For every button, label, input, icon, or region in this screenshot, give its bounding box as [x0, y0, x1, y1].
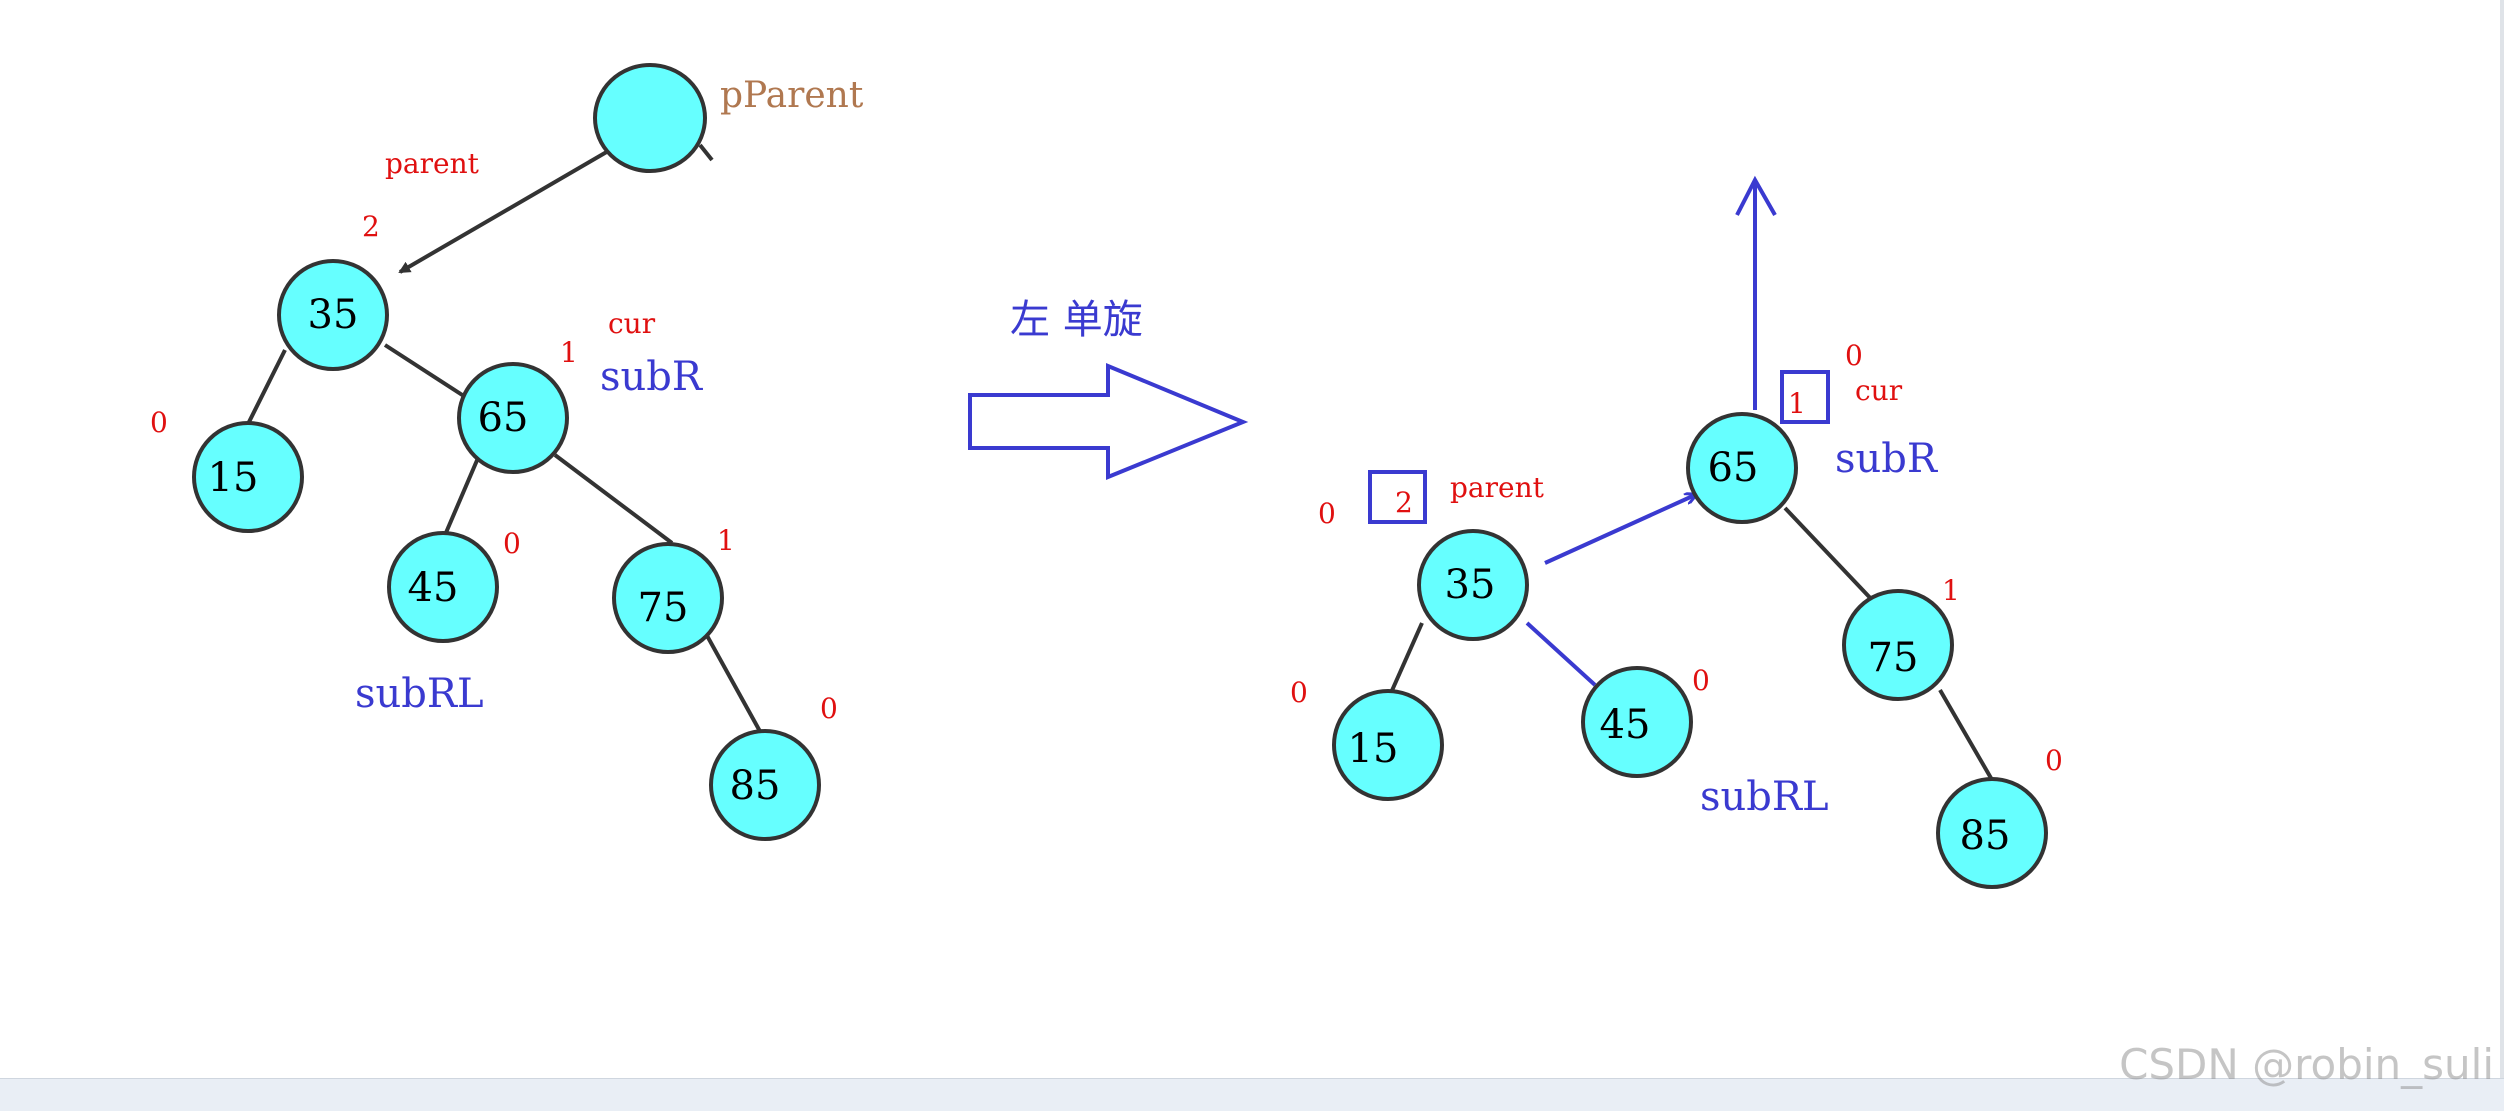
before-node-85: 85: [709, 729, 821, 841]
balance-factor-35: 2: [362, 210, 380, 243]
edge-35-15: [243, 349, 287, 431]
balance-factor-65: 1: [560, 336, 578, 369]
label-parent: parent: [1450, 471, 1545, 504]
balance-factor-65-new: 0: [1845, 339, 1863, 372]
label-subRL: subRL: [1700, 774, 1829, 820]
boxed-old-balance-65: [1780, 370, 1830, 424]
node-label: 45: [1600, 702, 1651, 748]
avl-left-rotation-diagram: 35 15 65 45 75 85 2 0 1 0 1 0 pParent: [150, 63, 2063, 889]
after-node-85: 85: [1936, 777, 2048, 889]
edge-75-85: [703, 631, 764, 736]
up-arrow-head: [1735, 175, 1777, 216]
node-label: 85: [1960, 813, 2011, 859]
before-node-15: 15: [192, 421, 304, 533]
node-label: 35: [308, 292, 359, 338]
after-node-75: 75: [1842, 589, 1954, 701]
before-edges: [243, 148, 764, 736]
balance-factor-15: 0: [1290, 676, 1308, 709]
window-right-edge: [2500, 0, 2504, 1078]
before-node-pparent: [593, 63, 714, 173]
edge-35-65-new: [1544, 495, 1695, 565]
balance-factor-75: 1: [1942, 574, 1960, 607]
node-label: 85: [730, 763, 781, 809]
label-pparent: pParent: [720, 75, 864, 116]
before-node-35: 35: [277, 259, 389, 371]
node-label: 15: [1348, 726, 1399, 772]
after-tree: 65 35 75 15 45 85 0 1 0 2 1 0 0 0: [1290, 175, 2063, 889]
balance-factor-35-new: 0: [1318, 497, 1336, 530]
before-node-45: 45: [387, 531, 499, 643]
after-edges: [1388, 175, 1997, 787]
label-subR: subR: [600, 354, 704, 400]
after-node-65: 65: [1686, 412, 1798, 524]
node-label: 35: [1445, 562, 1496, 608]
edge-65-45: [443, 457, 480, 536]
label-cur: cur: [608, 307, 656, 340]
bottom-status-bar: [0, 1078, 2504, 1111]
before-node-75: 75: [612, 542, 724, 654]
node-label: 45: [408, 565, 459, 611]
after-node-35: 35: [1417, 529, 1529, 641]
before-tree: 35 15 65 45 75 85 2 0 1 0 1 0 pParent: [150, 63, 864, 841]
edge-35-65: [383, 343, 472, 402]
before-node-65: 65: [457, 362, 569, 474]
watermark: CSDN @robin_suli: [2119, 1040, 2494, 1089]
edge-65-75: [553, 453, 674, 545]
balance-factor-75: 1: [717, 524, 735, 557]
node-label: 65: [1708, 445, 1759, 491]
balance-factor-45: 0: [1692, 664, 1710, 697]
edge-35-45-new: [1525, 621, 1597, 687]
balance-factor-35-old: 2: [1395, 486, 1413, 519]
boxed-old-balance-35: [1368, 470, 1427, 524]
label-parent: parent: [385, 147, 480, 180]
node-label: 75: [1868, 635, 1919, 681]
balance-factor-85: 0: [2045, 744, 2063, 777]
balance-factor-45: 0: [503, 527, 521, 560]
edge-pparent-35: [398, 148, 612, 274]
node-label: 65: [478, 395, 529, 441]
balance-factor-85: 0: [820, 692, 838, 725]
balance-factor-15: 0: [150, 406, 168, 439]
label-cur: cur: [1855, 374, 1903, 407]
right-arrow-icon: [968, 363, 1249, 480]
edge-35-15: [1388, 622, 1424, 696]
edge-75-85: [1938, 688, 1997, 787]
node-label: 75: [638, 585, 689, 631]
edge-65-75: [1783, 506, 1877, 605]
label-subRL: subRL: [355, 671, 484, 717]
node-label: 15: [208, 455, 259, 501]
operation-label: 左 单旋: [1010, 297, 1143, 343]
after-node-15: 15: [1332, 689, 1444, 801]
after-node-45: 45: [1581, 666, 1693, 778]
label-subR: subR: [1835, 436, 1939, 482]
operation: 左 单旋: [968, 297, 1249, 480]
balance-factor-65-old: 1: [1788, 387, 1806, 420]
